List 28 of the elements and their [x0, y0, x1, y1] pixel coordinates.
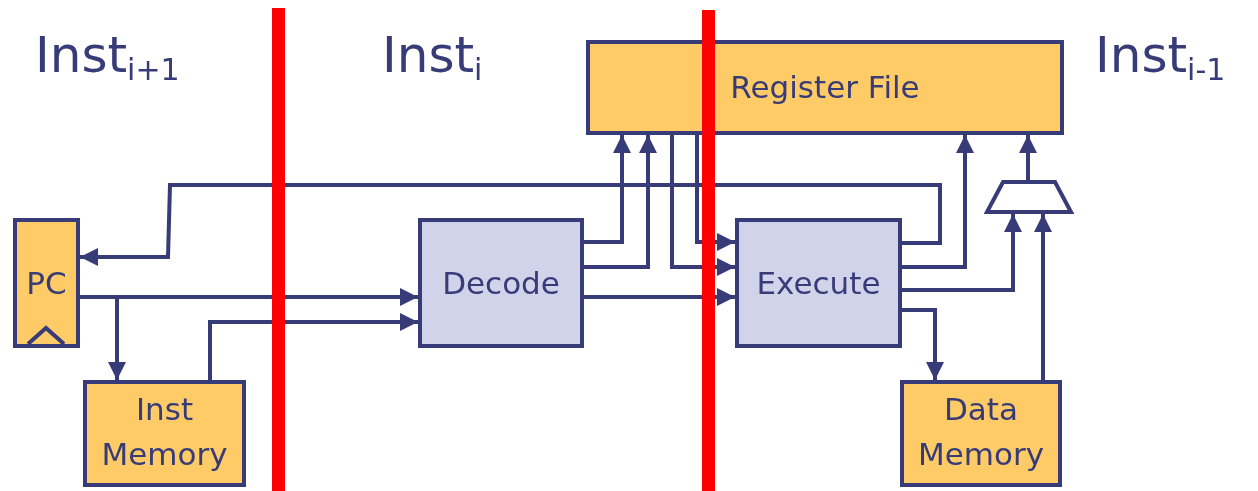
stage-label: Inst$_{i+1}$ [35, 30, 180, 85]
arrow [208, 313, 418, 380]
arrow [584, 135, 657, 269]
arrow [584, 288, 735, 306]
memory-block [83, 380, 246, 487]
arrow [584, 135, 631, 244]
pipeline-stage-box [418, 218, 584, 348]
block-label: Decode [442, 263, 560, 303]
arrow [902, 135, 974, 269]
block-label: Execute [756, 263, 881, 303]
register-file-block [586, 40, 1064, 135]
block-label: Inst Memory [100, 390, 229, 475]
block-label: PC [26, 263, 67, 303]
stage-label: Inst$_{i}$ [382, 30, 483, 85]
block-label: Register File [730, 68, 920, 108]
arrow [1019, 135, 1037, 180]
memory-block [900, 380, 1062, 487]
arrow [1034, 214, 1052, 380]
arrow [80, 183, 942, 266]
arrow [902, 308, 944, 380]
arrow [80, 295, 126, 380]
arrow [670, 135, 735, 276]
arrow [695, 135, 735, 251]
arrow [902, 214, 1022, 292]
stage-label: Inst$_{i-1}$ [1095, 30, 1226, 85]
block-label: Data Memory [916, 390, 1046, 475]
pc-register [13, 218, 80, 348]
pipeline-stage-box [735, 218, 902, 348]
